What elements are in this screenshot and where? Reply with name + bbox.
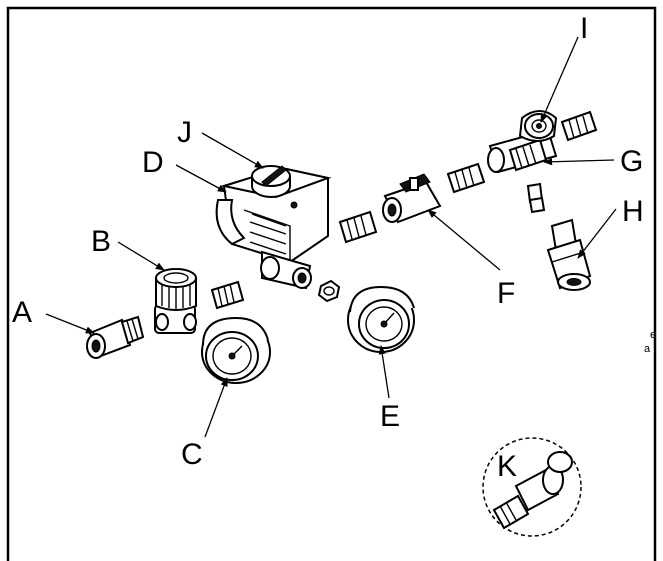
label-f: F xyxy=(497,277,515,310)
label-c: C xyxy=(181,438,203,471)
label-d: D xyxy=(142,146,164,179)
nipple-manifold-f xyxy=(338,210,378,244)
part-b-regulator xyxy=(154,268,197,334)
bushing xyxy=(317,279,341,303)
label-h: H xyxy=(622,195,644,228)
part-c-gauge xyxy=(201,316,271,384)
label-g: G xyxy=(620,145,643,178)
label-e: E xyxy=(380,400,400,433)
nipple-b-manifold xyxy=(210,280,245,310)
label-a: A xyxy=(12,296,32,329)
nipple-f-g xyxy=(446,162,486,194)
part-i-regulator-knob xyxy=(518,110,558,142)
part-e-gauge xyxy=(347,285,415,353)
label-i: I xyxy=(580,12,588,45)
part-j-switch-knob xyxy=(251,165,291,198)
part-h-quick-coupler xyxy=(546,218,592,291)
part-a-quick-coupler xyxy=(86,315,145,359)
label-b: B xyxy=(91,225,111,258)
label-j: J xyxy=(177,116,192,149)
label-k: K xyxy=(497,450,517,483)
part-f-ball-valve xyxy=(382,173,442,224)
clipped-text-line1: e xyxy=(650,329,656,341)
small-fitting xyxy=(526,182,546,214)
diagram-border xyxy=(6,6,657,561)
nipple-right xyxy=(560,110,598,142)
clipped-text-line2: a xyxy=(644,343,651,355)
part-k-inset xyxy=(482,437,582,537)
leader-lines xyxy=(45,36,617,438)
